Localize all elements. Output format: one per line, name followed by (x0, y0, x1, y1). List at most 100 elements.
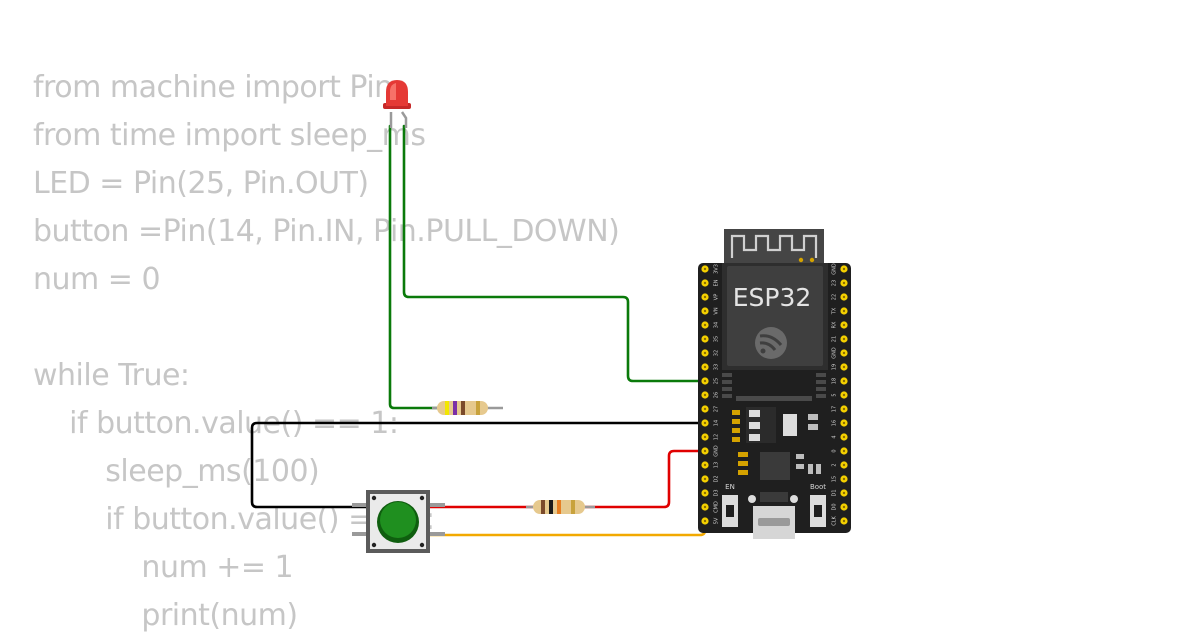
board-title: ESP32 (733, 283, 812, 312)
pin-label-right: 0 (832, 449, 838, 452)
pin-label-left: D2 (714, 475, 720, 482)
pin-label-left: 33 (714, 364, 720, 370)
pin-hole (703, 351, 707, 355)
pin-label-right: 5 (832, 393, 838, 396)
code-line: while True: (33, 358, 190, 393)
pin-hole (703, 435, 707, 439)
pin-hole (703, 379, 707, 383)
pin-hole (703, 407, 707, 411)
code-line: sleep_ms(100) (33, 454, 320, 489)
pin-label-left: 26 (714, 392, 720, 398)
wire-led-cathode-to-resistor (388, 124, 439, 410)
pin-hole (842, 309, 846, 313)
pin-label-left: 27 (714, 406, 720, 412)
code-line: button =Pin(14, Pin.IN, Pin.PULL_DOWN) (33, 214, 620, 249)
pin-hole (703, 337, 707, 341)
pin-hole (703, 421, 707, 425)
pin-hole (842, 281, 846, 285)
pin-hole (842, 477, 846, 481)
pin-hole (842, 463, 846, 467)
boot-button-cap[interactable] (814, 505, 822, 517)
esp32-board: ESP32 (698, 229, 851, 539)
antenna-trace (730, 234, 818, 258)
pin-hole (703, 267, 707, 271)
pin-hole (703, 505, 707, 509)
pin-label-right: D0 (832, 503, 838, 510)
code-line: LED = Pin(25, Pin.OUT) (33, 166, 369, 201)
pin-label-left: VP (714, 294, 720, 300)
module-can (727, 266, 823, 366)
button-cap[interactable] (380, 502, 416, 538)
code-line: if button.value() == 1: (33, 406, 399, 441)
wire-resistor-to-3v3 (583, 449, 707, 509)
code-line: num = 0 (33, 262, 161, 297)
en-label: EN (725, 483, 735, 491)
pin-label-right: 18 (832, 378, 838, 384)
pin-hole (703, 323, 707, 327)
left-pin-header: 3V3ENVPVN343532332526271412GND13D2D3CMD5… (701, 264, 720, 525)
pin-hole (703, 463, 707, 467)
wire-led-anode-to-pin25 (402, 124, 707, 383)
wires (250, 124, 707, 537)
pin-label-left: 3V3 (714, 264, 720, 274)
pin-label-right: RX (832, 321, 838, 328)
pin-label-left: 32 (714, 350, 720, 356)
led[interactable] (383, 80, 411, 128)
push-button[interactable] (352, 490, 445, 553)
resistor-button[interactable] (526, 500, 595, 514)
code-line: from time import sleep_ms (33, 118, 426, 153)
led-highlight (390, 83, 396, 100)
pin-hole (842, 505, 846, 509)
pin-label-left: D3 (714, 489, 720, 496)
pin-label-left: GND (714, 445, 720, 457)
pin-label-right: 23 (832, 280, 838, 286)
micro-usb-port[interactable] (748, 492, 798, 539)
pin-label-left: 35 (714, 336, 720, 342)
pin-label-left: CMD (714, 501, 720, 513)
pin-hole (842, 449, 846, 453)
pin-label-left: 12 (714, 434, 720, 440)
resistor-led[interactable] (432, 401, 503, 415)
pin-label-right: 2 (832, 463, 838, 466)
pin-hole (842, 267, 846, 271)
pin-label-right: CLK (832, 516, 838, 526)
pin-hole (703, 519, 707, 523)
pin-label-left: VN (714, 307, 720, 314)
board-antenna (724, 229, 824, 263)
pin-label-right: 15 (832, 476, 838, 482)
pin-label-right: GND (832, 347, 838, 359)
espressif-logo-icon (755, 327, 787, 359)
pin-hole (842, 351, 846, 355)
usb-chip (760, 452, 790, 480)
pin-label-right: 4 (832, 435, 838, 438)
pin-hole (703, 309, 707, 313)
en-button-cap[interactable] (726, 505, 734, 517)
led-anode-leg (400, 111, 408, 128)
pin-hole (842, 491, 846, 495)
pin-label-left: EN (714, 279, 720, 286)
pin-label-left: 13 (714, 462, 720, 468)
pin-label-left: 25 (714, 378, 720, 384)
pin-label-right: 17 (832, 406, 838, 412)
pin-hole (703, 491, 707, 495)
wire-button-to-gnd (428, 519, 707, 537)
pin-label-right: 19 (832, 364, 838, 370)
pin-hole (842, 379, 846, 383)
pin-hole (703, 393, 707, 397)
pin-hole (703, 281, 707, 285)
wire-button-to-pin14 (250, 421, 707, 509)
pin-label-left: 5V (714, 517, 720, 524)
module-pads (722, 373, 826, 401)
code-line: from machine import Pin (33, 70, 393, 105)
pin-hole (842, 323, 846, 327)
pin-hole (842, 421, 846, 425)
pin-label-right: GND (832, 263, 838, 275)
pin-label-right: TX (832, 307, 838, 315)
pin-hole (842, 407, 846, 411)
pin-label-right: 22 (832, 294, 838, 300)
pin-label-right: D1 (832, 489, 838, 496)
led-body (386, 80, 408, 106)
pin-hole (703, 477, 707, 481)
code-line: print(num) (33, 598, 298, 633)
